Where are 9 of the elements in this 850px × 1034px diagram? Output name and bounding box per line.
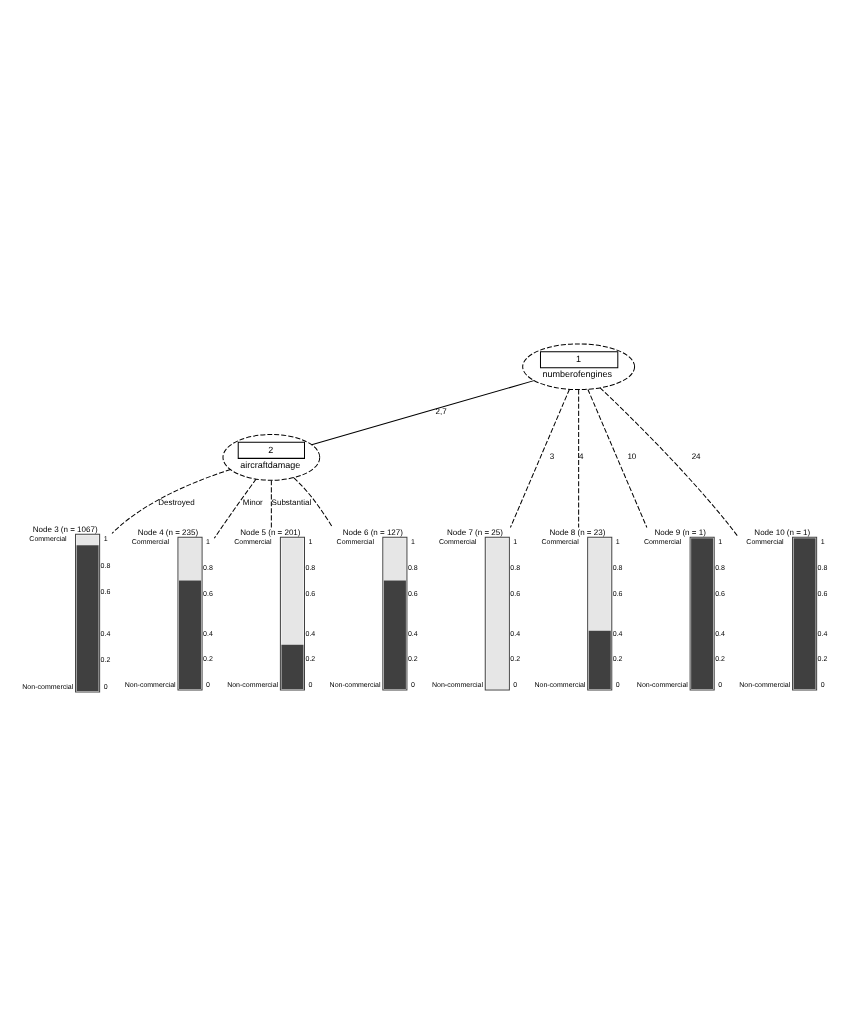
- connector: [213, 477, 257, 538]
- connector: [270, 478, 272, 528]
- connector: [509, 387, 570, 528]
- connector: [578, 388, 580, 528]
- connector: [111, 468, 231, 533]
- connector: [293, 476, 334, 528]
- connector: [311, 379, 535, 445]
- connector: [599, 386, 739, 537]
- connector: [587, 387, 648, 528]
